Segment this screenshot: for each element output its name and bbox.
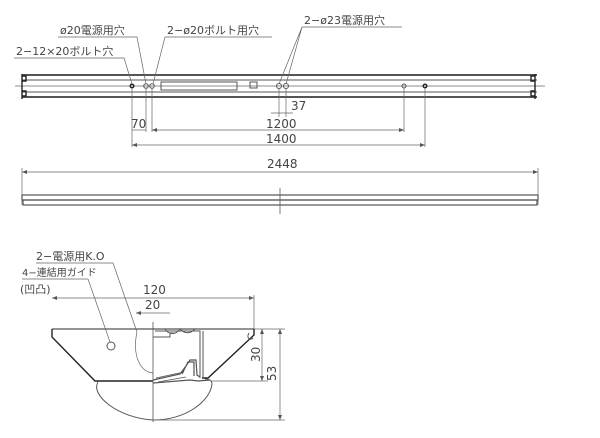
callout-power-holes-23: 2−ø23電源用穴 — [304, 13, 385, 27]
callout-connection-guide: 4−連結用ガイド — [22, 266, 97, 279]
callout-slot-bolt-holes: 2−12×20ボルト穴 — [16, 44, 113, 58]
dim-37: 37 — [291, 99, 306, 113]
lens-clip — [152, 359, 211, 384]
callout-bolt-holes-20: 2−ø20ボルト用穴 — [167, 23, 259, 37]
dim-20: 20 — [145, 298, 160, 312]
diffuser-lens — [96, 378, 213, 421]
guide-hole — [106, 341, 116, 351]
left-end-cap — [21, 74, 27, 99]
dim-70: 70 — [131, 117, 146, 131]
leader-bolt-20 — [152, 36, 272, 85]
dim-2448: 2448 — [267, 157, 298, 171]
right-hook — [247, 332, 254, 340]
top-view: ø20電源用穴 2−ø20ボルト用穴 2−12×20ボルト穴 2−ø23電源用穴… — [14, 13, 545, 147]
dim-1200: 1200 — [266, 117, 297, 131]
leader-guide — [22, 278, 111, 343]
slot-bolt-hole-right — [422, 83, 428, 89]
square-opening — [249, 81, 258, 89]
leader-power-23 — [278, 26, 402, 85]
leader-power-hole — [58, 36, 147, 85]
dim-30: 30 — [249, 347, 263, 362]
slot-bolt-hole — [129, 83, 135, 89]
dim-120: 120 — [143, 283, 166, 297]
leader-slot-bolt — [14, 57, 133, 85]
callout-power-hole: ø20電源用穴 — [60, 23, 125, 37]
callout-knockout: 2−電源用K.O — [36, 249, 105, 263]
leader-knockout — [36, 262, 138, 333]
inner-top-detail — [164, 328, 196, 334]
inner-channel — [153, 330, 204, 378]
dim-53: 53 — [265, 366, 279, 381]
dim-1400: 1400 — [266, 132, 297, 146]
slot-opening — [160, 81, 238, 91]
right-housing — [202, 329, 255, 379]
knockout-curve — [135, 331, 154, 374]
right-end-cap — [530, 74, 536, 99]
callout-guide-note: (凹凸) — [20, 283, 51, 296]
side-view: 2448 — [21, 157, 539, 214]
clip-detail — [155, 371, 187, 383]
section-view: 2−電源用K.O 4−連結用ガイド (凹凸) 120 20 — [20, 249, 285, 422]
arrowhead — [136, 311, 141, 315]
left-housing — [51, 329, 153, 382]
